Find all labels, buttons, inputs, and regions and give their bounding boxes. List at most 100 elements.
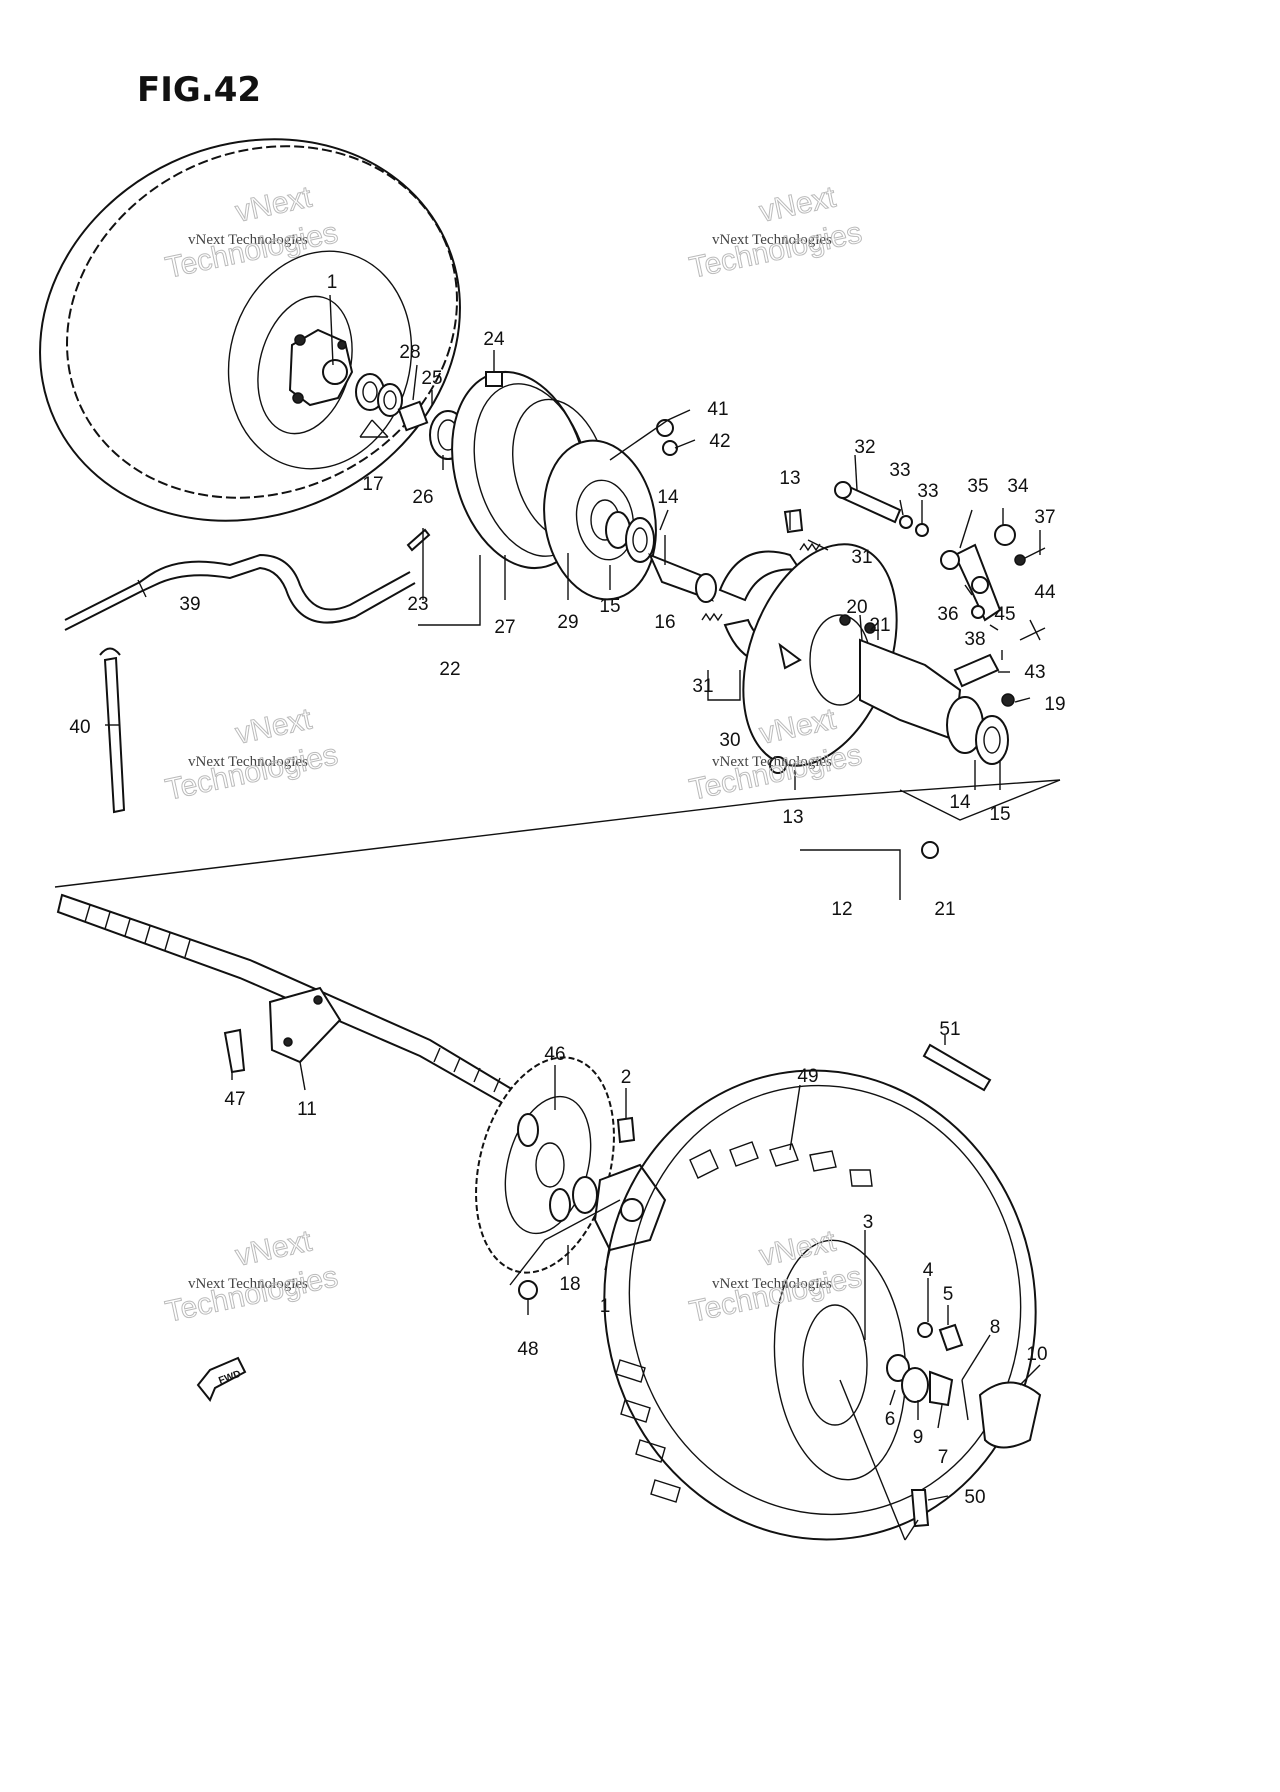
brake-tube	[64, 553, 416, 631]
callout-35: 35	[967, 476, 988, 497]
callout-7: 7	[938, 1447, 949, 1468]
callout-2: 2	[621, 1067, 632, 1088]
svg-text:vNext Technologies: vNext Technologies	[712, 232, 832, 248]
svg-text:Technologies: Technologies	[163, 1260, 341, 1329]
callout-48: 48	[517, 1339, 538, 1360]
bolt-2	[616, 1116, 636, 1144]
callout-38: 38	[964, 629, 985, 650]
valve-50	[910, 1489, 930, 1528]
sprocket	[475, 1056, 615, 1274]
callout-18: 18	[559, 1274, 580, 1295]
wheel-hub-lower	[572, 1163, 667, 1252]
callout-32: 32	[854, 437, 875, 458]
callout-39: 39	[179, 594, 200, 615]
callout-15-lower: 15	[989, 804, 1010, 825]
hub-fasteners-lower	[886, 1322, 1042, 1449]
callout-25: 25	[421, 368, 442, 389]
svg-text:vNext Technologies: vNext Technologies	[712, 1276, 832, 1292]
rear-tire-upper	[39, 138, 461, 522]
pin-23	[406, 528, 431, 552]
callout-49: 49	[797, 1066, 818, 1087]
fasteners-upper	[485, 371, 939, 859]
brake-cam-lever	[778, 481, 1046, 707]
callout-46: 46	[544, 1044, 565, 1065]
callout-42: 42	[709, 431, 730, 452]
return-springs	[701, 542, 821, 622]
callout-50: 50	[964, 1487, 985, 1508]
callout-14: 14	[657, 487, 679, 508]
leader-lines	[105, 294, 1041, 1541]
svg-text:vNext Technologies: vNext Technologies	[188, 1276, 308, 1292]
callout-14-lower: 14	[949, 792, 971, 813]
callout-6: 6	[885, 1409, 896, 1430]
bearing-set-upper	[355, 373, 467, 460]
callout-11: 11	[297, 1099, 317, 1120]
wrench-40	[99, 647, 126, 814]
svg-text:vNext Technologies: vNext Technologies	[188, 754, 308, 770]
bearing-shaft-upper	[605, 511, 717, 603]
svg-text:Technologies: Technologies	[687, 216, 865, 285]
watermark-3: vNext Technologies vNext Technologies	[162, 702, 341, 807]
group-leader-line	[54, 779, 1061, 888]
callout-45: 45	[994, 604, 1015, 625]
callout-26: 26	[412, 487, 433, 508]
callout-30: 30	[719, 730, 740, 751]
wheel-hub-upper	[288, 328, 354, 407]
callout-8: 8	[990, 1317, 1001, 1338]
bolt-47	[223, 1028, 246, 1074]
callout-19: 19	[1044, 694, 1065, 715]
svg-text:vNext Technologies: vNext Technologies	[712, 754, 832, 770]
callout-17: 17	[362, 474, 383, 495]
callout-44: 44	[1034, 582, 1056, 603]
rear-tire-lower	[603, 1069, 1037, 1541]
brake-drum	[451, 370, 657, 601]
callout-33-a: 33	[889, 460, 910, 481]
callout-27: 27	[494, 617, 515, 638]
callout-21-upper: 21	[869, 615, 890, 636]
callout-37: 37	[1034, 507, 1055, 528]
callout-12: 12	[831, 899, 852, 920]
callout-1-lower: 1	[600, 1296, 611, 1317]
callout-47: 47	[224, 1089, 245, 1110]
svg-text:vNext: vNext	[233, 1224, 316, 1272]
callout-43: 43	[1024, 662, 1045, 683]
callout-13-upper: 13	[779, 468, 800, 489]
callout-31-lower: 31	[692, 676, 713, 697]
callout-16: 16	[654, 612, 675, 633]
rear-axle	[56, 893, 532, 1116]
callout-10: 10	[1026, 1344, 1047, 1365]
callout-22: 22	[439, 659, 460, 680]
fwd-arrow: FWD	[196, 1356, 247, 1402]
watermark-1: vNext Technologies vNext Technologies	[162, 180, 341, 285]
callout-9: 9	[913, 1427, 924, 1448]
callout-24: 24	[483, 329, 505, 350]
callout-23: 23	[407, 594, 428, 615]
callout-51: 51	[939, 1019, 960, 1040]
watermark-2: vNext Technologies vNext Technologies	[686, 180, 865, 285]
figure-title: FIG.42	[137, 70, 261, 110]
svg-text:vNext: vNext	[757, 180, 840, 228]
svg-text:vNext: vNext	[233, 180, 316, 228]
nut-48	[518, 1280, 538, 1300]
svg-text:vNext: vNext	[233, 702, 316, 750]
callout-31-upper: 31	[851, 547, 872, 568]
callout-20: 20	[846, 597, 867, 618]
callout-28: 28	[399, 342, 420, 363]
callout-21-lower: 21	[934, 899, 955, 920]
callout-33-b: 33	[917, 481, 938, 502]
pin-51	[922, 1043, 992, 1092]
callout-15: 15	[599, 596, 620, 617]
callout-34: 34	[1007, 476, 1029, 497]
callout-41: 41	[707, 399, 728, 420]
svg-text:Technologies: Technologies	[163, 216, 341, 285]
callout-3: 3	[863, 1212, 874, 1233]
callout-36: 36	[937, 604, 958, 625]
callout-40: 40	[69, 717, 90, 738]
callout-1: 1	[327, 272, 338, 293]
watermark-5: vNext Technologies vNext Technologies	[162, 1224, 341, 1329]
callout-13-lower: 13	[782, 807, 803, 828]
brake-panel	[742, 543, 1009, 767]
svg-text:vNext: vNext	[757, 1224, 840, 1272]
svg-text:Technologies: Technologies	[163, 738, 341, 807]
